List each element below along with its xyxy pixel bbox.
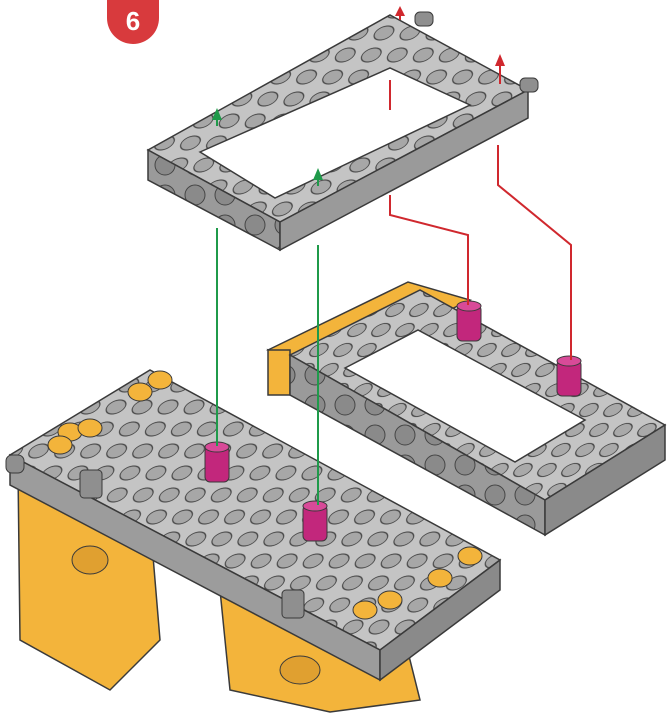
magenta-pin-top [557,356,581,366]
step-number: 6 [107,6,159,37]
bushing [148,371,172,389]
bushing [78,419,102,437]
bushing [458,547,482,565]
bushing [128,383,152,401]
frame-end-stub [415,12,433,26]
top-floating-frame [148,12,538,250]
frame-end-stub [520,78,538,92]
chassis-wheel-hub-right [280,656,320,684]
axle-stub [6,455,24,473]
bushing [378,591,402,609]
chassis-wheel-hub-left [72,546,108,574]
bushing [353,601,377,619]
axle-stub [80,470,102,498]
red-guide-line [498,145,571,360]
axle-stub [282,590,304,618]
bushing [48,436,72,454]
bushing [428,569,452,587]
magenta-pin-top [303,501,327,511]
yellow-block-front [268,350,290,395]
